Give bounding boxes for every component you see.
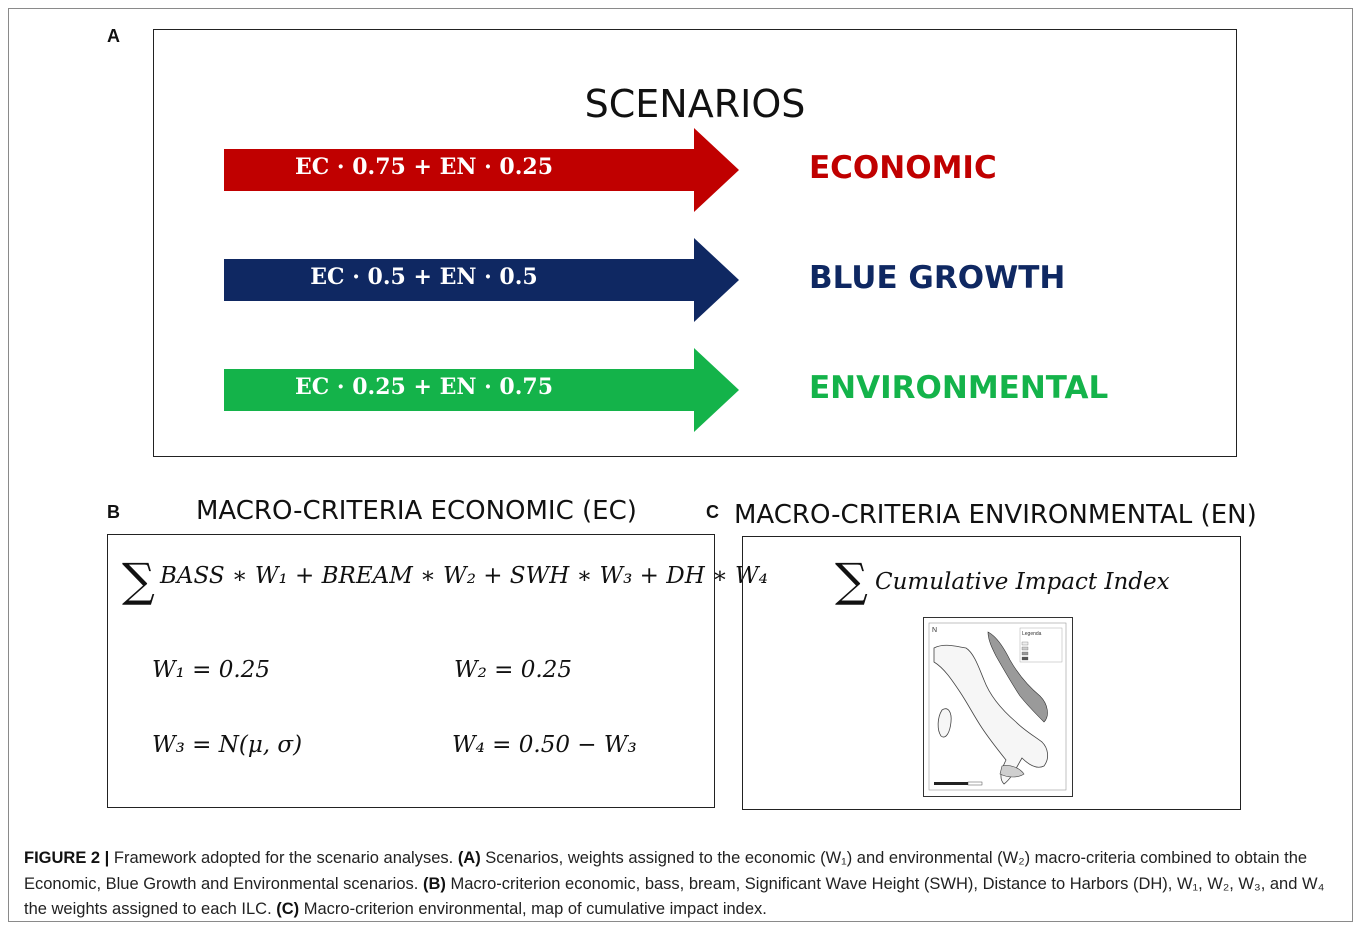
map-legend-title: Legenda [1022, 631, 1042, 637]
scenarios-title: SCENARIOS [584, 82, 806, 126]
weight-w2: W₂ = 0.25 [454, 657, 572, 683]
weight-w4: W₄ = 0.50 − W₃ [452, 732, 637, 758]
panel-b-letter: B [107, 502, 120, 522]
figure-frame [8, 8, 1353, 922]
caption-a-text: Scenarios, weights assigned to the econo… [24, 849, 1308, 893]
panel-c-letter: C [706, 502, 719, 522]
caption-a-label: (A) [457, 849, 481, 867]
caption-c-text: Macro-criterion environmental, map of cu… [299, 900, 767, 918]
cumulative-impact-map: Legenda N [923, 617, 1073, 797]
figure-caption: FIGURE 2 | Framework adopted for the sce… [24, 846, 1336, 923]
weight-w1: W₁ = 0.25 [152, 657, 270, 683]
caption-figure-label: FIGURE 2 | [24, 849, 110, 867]
svg-text:N: N [932, 627, 937, 634]
economic-formula: EC · 0.75 + EN · 0.25 [294, 154, 554, 180]
caption-intro: Framework adopted for the scenario analy… [109, 849, 458, 867]
environmental-criteria-panel: ∑ Cumulative Impact Index Legenda N [742, 536, 1241, 810]
economic-criteria-panel: ∑ BASS ∗ W₁ + BREAM ∗ W₂ + SWH ∗ W₃ + DH… [107, 534, 768, 808]
environmental-sum-expression: Cumulative Impact Index [875, 569, 1170, 595]
economic-label: ECONOMIC [809, 150, 997, 186]
blue-growth-formula: EC · 0.5 + EN · 0.5 [310, 264, 538, 290]
caption-c-label: (C) [276, 900, 300, 918]
environmental-criteria-title: MACRO-CRITERIA ENVIRONMENTAL (EN) [734, 500, 1257, 530]
economic-criteria-title: MACRO-CRITERIA ECONOMIC (EC) [196, 496, 637, 526]
caption-b-label: (B) [422, 874, 446, 893]
summation-symbol: ∑ [122, 553, 155, 607]
caption-b-text: Macro-criterion economic, bass, bream, S… [24, 874, 1325, 919]
scenarios-panel: SCENARIOS EC · 0.75 + EN · 0.25 ECONOMIC… [153, 29, 1237, 457]
environmental-formula: EC · 0.25 + EN · 0.75 [294, 374, 554, 400]
economic-sum-expression: BASS ∗ W₁ + BREAM ∗ W₂ + SWH ∗ W₃ + DH ∗… [160, 563, 768, 589]
panel-a-letter: A [107, 26, 120, 46]
italy-map-graphic: Legenda N [928, 622, 1067, 791]
blue-growth-label: BLUE GROWTH [809, 260, 1066, 296]
environmental-label: ENVIRONMENTAL [809, 370, 1109, 406]
weight-w3: W₃ = N(μ, σ) [152, 732, 303, 758]
summation-symbol-env: ∑ [835, 553, 868, 607]
